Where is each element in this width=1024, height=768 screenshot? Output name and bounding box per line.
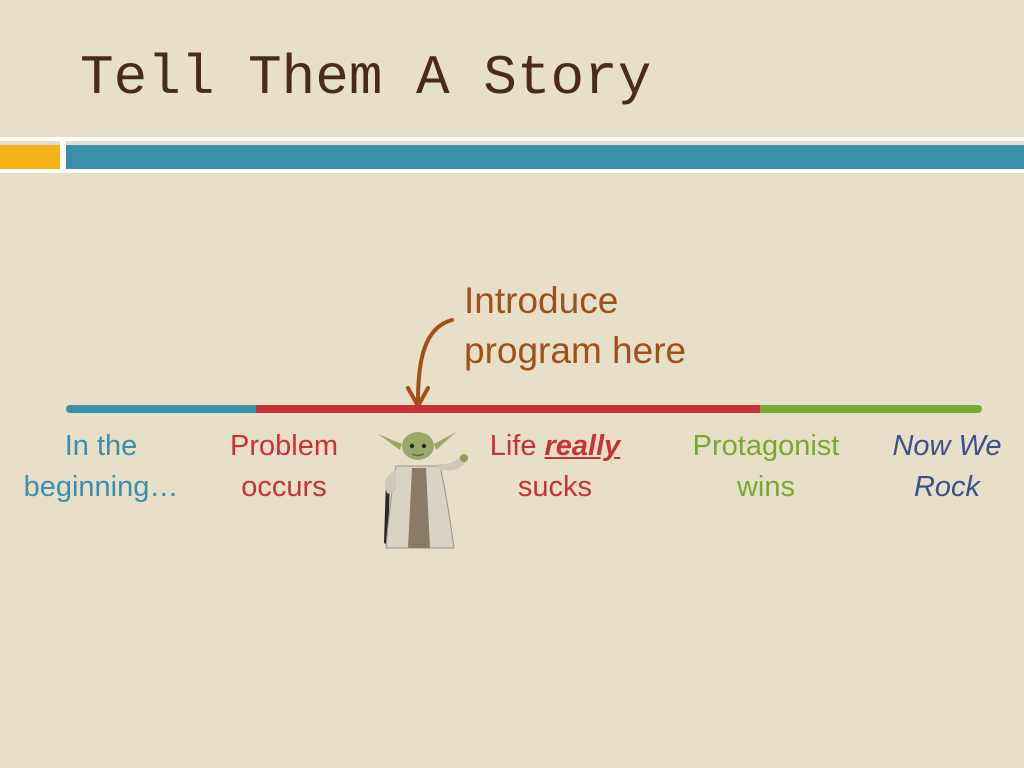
label-life-sucks: Life really sucks bbox=[470, 426, 640, 508]
label-rock-line2: Rock bbox=[913, 471, 981, 503]
curved-arrow-down-icon bbox=[406, 318, 454, 408]
timeline-segment-problem bbox=[256, 405, 760, 413]
label-now-we-rock: Now We Rock bbox=[872, 426, 1022, 508]
label-rock-line1: Now We bbox=[892, 430, 1002, 462]
yoda-figure-icon bbox=[378, 432, 468, 549]
header-accent-gap bbox=[60, 141, 66, 169]
label-problem-line2: occurs bbox=[241, 471, 327, 503]
label-life-emphasis: really bbox=[544, 430, 621, 462]
label-protagonist: Protagonist wins bbox=[676, 426, 856, 508]
slide-title: Tell Them A Story bbox=[80, 46, 652, 110]
timeline-segment-beginning bbox=[66, 405, 256, 413]
label-problem: Problem occurs bbox=[214, 426, 354, 508]
label-beginning: In the beginning… bbox=[6, 426, 196, 508]
label-problem-line1: Problem bbox=[230, 430, 338, 462]
header-accent-orange bbox=[0, 145, 60, 169]
label-life-prefix: Life bbox=[489, 430, 545, 462]
label-beginning-text: In the beginning… bbox=[23, 430, 179, 503]
timeline-segment-resolution bbox=[760, 405, 982, 413]
label-life-line2: sucks bbox=[517, 471, 593, 503]
header-accent-teal bbox=[66, 145, 1024, 169]
header-rule-top bbox=[0, 137, 1024, 141]
header-rule-bottom bbox=[0, 169, 1024, 173]
label-protagonist-line1: Protagonist bbox=[692, 430, 840, 462]
annotation-text: Introduce program here bbox=[464, 280, 687, 371]
label-protagonist-line2: wins bbox=[736, 471, 795, 503]
